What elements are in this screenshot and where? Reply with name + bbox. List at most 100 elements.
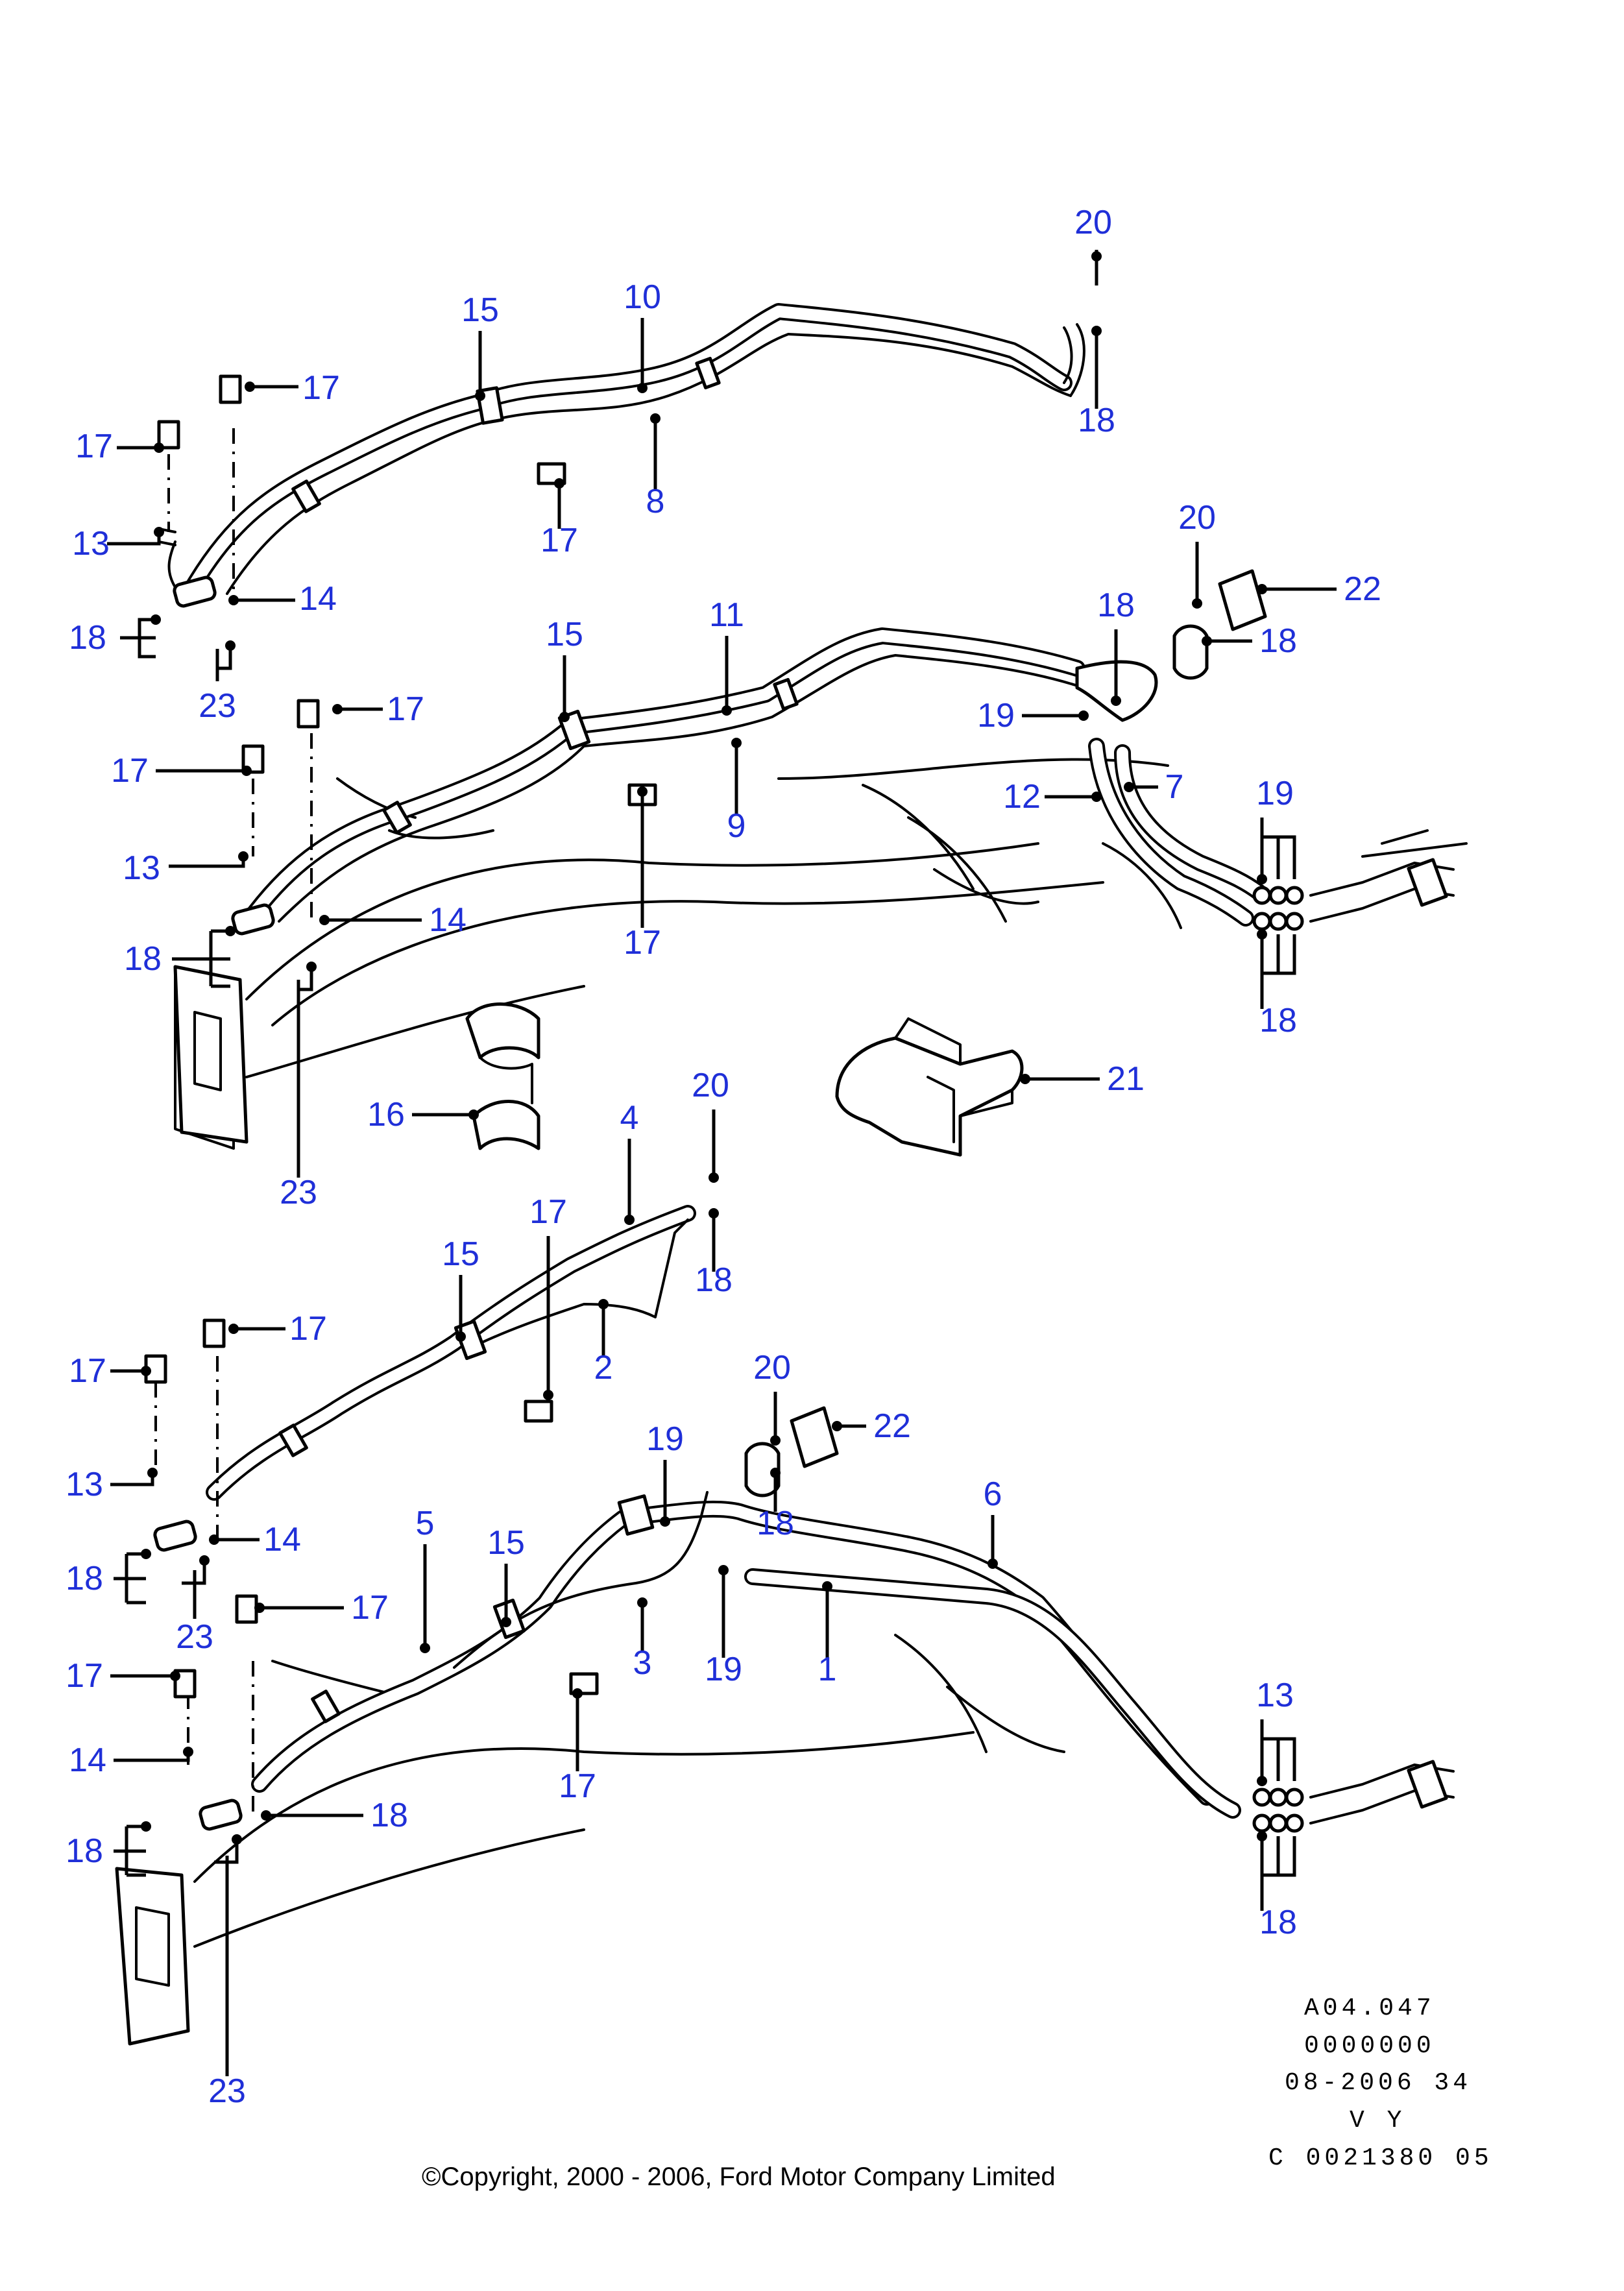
callout-number-c16: 18 bbox=[1097, 587, 1135, 624]
callout-number-c11: 18 bbox=[69, 619, 106, 657]
callout-number-c38: 15 bbox=[442, 1235, 479, 1273]
callout-number-c27: 14 bbox=[429, 901, 467, 939]
callout-number-c54: 3 bbox=[633, 1644, 652, 1682]
callout-number-c02: 10 bbox=[624, 278, 661, 316]
callout-dot-c08 bbox=[554, 478, 564, 489]
callout-dot-c42 bbox=[770, 1435, 781, 1446]
callout-number-c14: 22 bbox=[1344, 570, 1381, 608]
callout-dot-c62 bbox=[1257, 1831, 1267, 1841]
callout-number-c22: 7 bbox=[1165, 768, 1184, 806]
callout-dot-c02 bbox=[637, 383, 648, 393]
callout-number-c61: 18 bbox=[370, 1797, 408, 1834]
callout-dot-c57 bbox=[718, 1565, 729, 1575]
reference-line-5: C 0021380 05 bbox=[1268, 2144, 1493, 2172]
clamp-21 bbox=[835, 1017, 1024, 1157]
callout-number-c55: 1 bbox=[818, 1651, 837, 1688]
callout-number-c12: 23 bbox=[199, 687, 236, 725]
callout-number-c08: 17 bbox=[540, 522, 578, 559]
callout-dot-c53 bbox=[254, 1603, 265, 1613]
callout-dot-c61 bbox=[261, 1810, 271, 1821]
callout-dot-c33 bbox=[1020, 1074, 1030, 1084]
callout-dot-c25 bbox=[1257, 874, 1267, 884]
callout-dot-c32 bbox=[468, 1109, 479, 1120]
callout-number-c56: 17 bbox=[66, 1657, 103, 1695]
callout-number-c05: 17 bbox=[75, 428, 113, 465]
callout-number-c46: 13 bbox=[66, 1466, 103, 1503]
callout-dot-c07 bbox=[650, 413, 661, 424]
callout-number-c10: 14 bbox=[299, 580, 337, 618]
callout-number-c51: 18 bbox=[66, 1560, 103, 1597]
callout-dot-c36 bbox=[543, 1390, 553, 1400]
callout-dot-c06 bbox=[1091, 326, 1102, 336]
callout-number-c61b: 18 bbox=[66, 1832, 103, 1870]
callout-dot-c20 bbox=[241, 766, 252, 776]
callout-dot-c52 bbox=[199, 1555, 210, 1566]
callout-number-c07: 8 bbox=[646, 483, 665, 520]
callout-number-c37: 18 bbox=[695, 1261, 733, 1299]
callout-number-c23: 12 bbox=[1003, 778, 1041, 816]
callout-number-c30: 18 bbox=[124, 940, 162, 978]
callout-dot-c01 bbox=[1091, 251, 1102, 261]
callout-number-c39: 17 bbox=[289, 1310, 327, 1348]
callout-dot-c34 bbox=[709, 1172, 719, 1183]
callout-dot-c16 bbox=[1111, 696, 1121, 706]
callout-number-c28: 17 bbox=[624, 924, 661, 962]
callout-dot-c59 bbox=[183, 1747, 193, 1757]
callout-dot-c26 bbox=[238, 851, 248, 862]
callout-dot-c46 bbox=[147, 1468, 158, 1478]
callout-dot-c17 bbox=[721, 705, 732, 716]
callout-dot-c21 bbox=[1078, 710, 1089, 721]
callout-number-c49: 5 bbox=[416, 1505, 435, 1542]
reference-line-2: 0000000 bbox=[1304, 2032, 1435, 2060]
callout-number-c42: 20 bbox=[753, 1349, 791, 1387]
callout-number-c33: 21 bbox=[1107, 1060, 1145, 1098]
callout-number-c03: 15 bbox=[461, 291, 499, 329]
callout-dot-c60 bbox=[572, 1688, 583, 1699]
callout-number-c52: 23 bbox=[176, 1618, 213, 1656]
callout-dot-c38 bbox=[455, 1331, 466, 1342]
callout-number-c35: 4 bbox=[620, 1099, 639, 1137]
pipe-assembly-middle bbox=[173, 627, 1468, 1150]
callout-dot-c63 bbox=[232, 1834, 242, 1845]
pipe-assembly-lower bbox=[115, 1406, 1455, 2046]
callout-number-c45: 6 bbox=[984, 1475, 1002, 1513]
callout-leader-c25 bbox=[1260, 818, 1296, 879]
callout-number-c18: 15 bbox=[546, 616, 583, 653]
callout-number-c50: 15 bbox=[487, 1524, 525, 1562]
callout-dot-c30 bbox=[225, 926, 236, 936]
callout-number-c53: 17 bbox=[351, 1589, 389, 1627]
clamp-16 bbox=[465, 1002, 540, 1150]
callout-number-c47: 14 bbox=[263, 1521, 301, 1558]
callout-dot-c44 bbox=[660, 1516, 670, 1527]
callout-dot-c19 bbox=[332, 704, 343, 714]
callout-dot-c45 bbox=[988, 1558, 998, 1569]
callout-number-c36: 17 bbox=[529, 1193, 567, 1231]
callout-number-c29: 18 bbox=[1259, 1002, 1297, 1039]
callout-dot-c28 bbox=[637, 786, 648, 797]
callout-dot-c31 bbox=[306, 962, 317, 972]
callout-dot-c13 bbox=[1192, 598, 1202, 609]
callout-dot-c49 bbox=[420, 1643, 430, 1653]
callout-leader-c11 bbox=[120, 618, 156, 659]
callout-leader-c61b bbox=[114, 1824, 146, 1877]
callout-dot-c12 bbox=[225, 640, 236, 651]
callout-number-c09: 13 bbox=[72, 525, 110, 563]
callout-dot-c37 bbox=[709, 1208, 719, 1218]
callout-number-c57: 19 bbox=[705, 1651, 742, 1688]
callout-leader-c29 bbox=[1260, 934, 1296, 1009]
pipe-assembly-top bbox=[158, 303, 1085, 608]
callout-number-c32: 16 bbox=[367, 1096, 405, 1133]
callout-number-c43: 22 bbox=[873, 1407, 911, 1445]
callout-dot-c48 bbox=[770, 1468, 781, 1478]
callout-dot-c14 bbox=[1257, 584, 1267, 594]
callout-dot-c41 bbox=[141, 1366, 151, 1376]
callout-leader-c30 bbox=[172, 929, 230, 988]
callout-dot-c24 bbox=[731, 738, 742, 748]
callout-dot-c39 bbox=[228, 1324, 239, 1334]
callout-number-c06: 18 bbox=[1078, 402, 1115, 439]
callout-dot-c29 bbox=[1257, 929, 1267, 939]
pipe-assembly-lower-upper bbox=[153, 1205, 696, 1552]
callout-number-c17: 11 bbox=[709, 596, 744, 634]
callout-number-c48: 18 bbox=[757, 1505, 794, 1542]
callout-number-c01: 20 bbox=[1074, 204, 1112, 241]
